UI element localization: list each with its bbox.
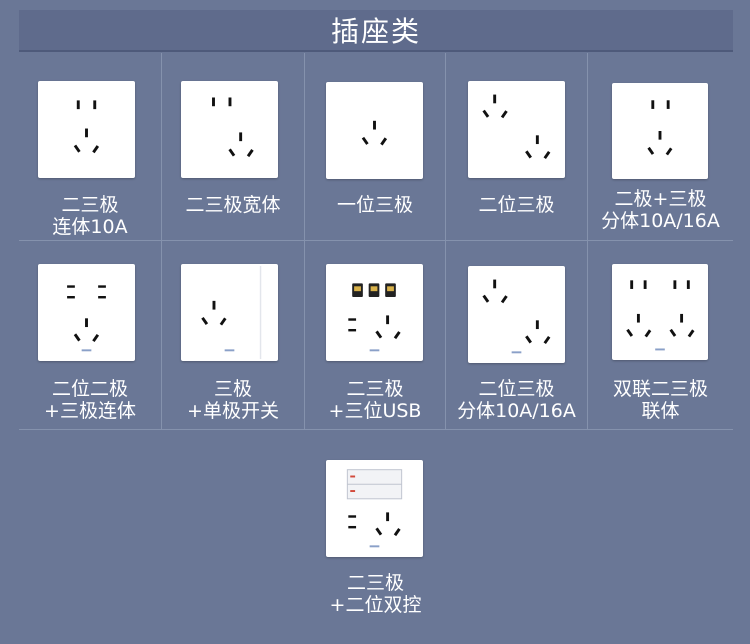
product-card[interactable]: 二三极 连体10A [19,53,162,241]
product-name: 二位三极 [478,194,555,216]
product-spec: +三极连体 [44,400,136,422]
product-name: 二三极 [61,194,119,216]
product-spec: +三位USB [328,400,422,422]
product-card[interactable]: 二三极宽体 [162,53,305,241]
double-three-pin-socket-icon [468,81,565,178]
product-card[interactable]: 一位三极 [305,53,446,241]
product-spec: 分体10A/16A [457,400,576,422]
product-card[interactable]: 二三极 +二位双控 [305,430,446,630]
single-three-pin-socket-icon [326,82,423,179]
product-spec: 联体 [641,400,680,422]
socket-two-gang-switch-icon [326,460,423,557]
three-pin-socket-switch-icon [181,264,278,361]
product-card[interactable]: 双联二三极 联体 [588,241,733,430]
product-card[interactable]: 二位二极 +三极连体 [19,241,162,430]
wide-two-three-pin-socket-icon [181,81,278,178]
product-name: 二三极 [346,378,404,400]
product-card[interactable]: 二位三极 [446,53,588,241]
product-name: 一位三极 [336,194,413,216]
product-name: 二位三极 [478,378,555,400]
two-three-pin-socket-icon [38,81,135,178]
dual-two-three-pin-socket-icon [612,264,708,360]
product-name: 二三极宽体 [185,194,281,216]
product-spec: +单极开关 [187,400,279,422]
product-name: 二位二极 [51,378,128,400]
product-name: 二极+三极 [614,188,707,210]
split-double-three-pin-socket-icon [468,266,565,363]
product-name: 三极 [213,378,252,400]
product-name: 双联二三极 [612,378,708,400]
double-two-pin-three-pin-socket-icon [38,264,135,361]
socket-triple-usb-icon [326,264,423,361]
product-card[interactable]: 二三极 +三位USB [305,241,446,430]
product-card[interactable]: 二位三极 分体10A/16A [446,241,588,430]
product-spec: 连体10A [52,216,128,238]
product-spec: +二位双控 [329,594,422,616]
product-card[interactable]: 三极 +单极开关 [162,241,305,430]
product-card[interactable]: 二极+三极 分体10A/16A [588,53,733,241]
product-name: 二三极 [346,572,404,594]
split-two-three-pin-socket-icon [612,83,708,179]
page-title: 插座类 [19,10,733,52]
product-spec: 分体10A/16A [601,210,720,232]
